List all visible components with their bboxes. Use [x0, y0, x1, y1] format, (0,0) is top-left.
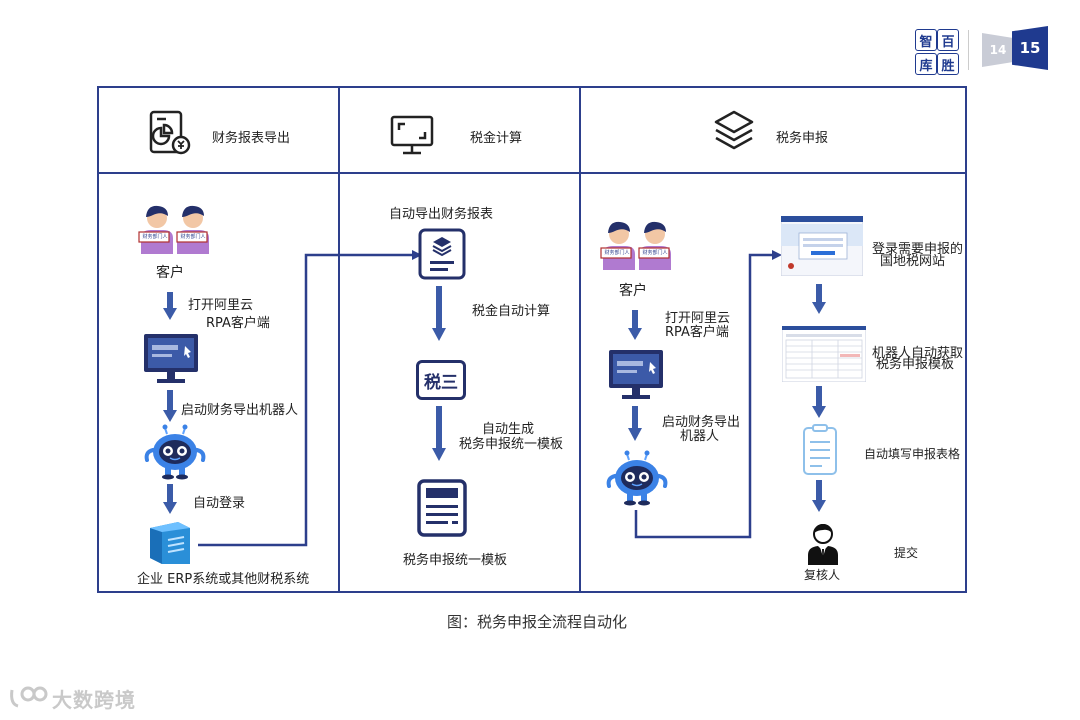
arrow-head [812, 500, 826, 512]
reviewer-label: 复核人 [804, 568, 841, 582]
template-document-icon [417, 479, 467, 537]
layers-icon [712, 108, 756, 154]
robot-icon-2 [605, 448, 669, 506]
person-right [177, 205, 209, 254]
auto-generate-line1: 自动生成 [482, 422, 535, 437]
customer-illustration-2 [599, 218, 675, 270]
form-clipboard-icon [802, 424, 838, 476]
arrow-shaft [436, 286, 442, 330]
logo-char: 智 [915, 29, 937, 51]
arrow-head [163, 308, 177, 320]
figure-caption: 图：税务申报全流程自动化 [447, 613, 628, 631]
server-icon [148, 520, 192, 566]
customer-illustration [137, 202, 213, 254]
arrow-shaft [816, 386, 822, 408]
diagram-frame [97, 86, 967, 593]
arrow-head [628, 328, 642, 340]
login-site-line1: 登录需要申报的 [872, 242, 964, 257]
customer-label-2: 客户 [619, 283, 647, 299]
arrow-shaft [167, 484, 173, 504]
submit-label: 提交 [894, 546, 919, 560]
arrow-shaft [167, 292, 173, 310]
report-doc-icon [148, 110, 192, 156]
fetch-template-line1: 机器人自动获取 [872, 346, 964, 361]
page-number-right: 15 [1012, 26, 1048, 70]
page-right-label: 15 [1019, 39, 1041, 57]
header-divider [97, 172, 967, 174]
logo-char: 胜 [937, 53, 959, 75]
arrow-shaft [816, 284, 822, 304]
customer-badge-right: 财务部门人 [180, 234, 206, 240]
monitor-icon [389, 114, 435, 156]
auto-fill-label: 自动填写申报表格 [864, 447, 961, 461]
section-title-export: 财务报表导出 [212, 131, 291, 146]
logo-char: 库 [915, 53, 937, 75]
arrow-head [163, 410, 177, 422]
tax-website-screenshot [781, 216, 863, 276]
fetch-template-line2: 税务申报模板 [876, 357, 955, 372]
step-start-robot: 启动财务导出机器人 [181, 403, 299, 418]
step-open-client-2-line1: 打开阿里云 [665, 311, 731, 326]
arrow-head [432, 448, 446, 461]
template-label: 税务申报统一模板 [403, 553, 508, 568]
column-divider-1 [338, 86, 340, 593]
watermark-logo-icon [8, 684, 48, 710]
connector-head [412, 250, 422, 260]
person-left [141, 205, 173, 254]
logo-char: 百 [937, 29, 959, 51]
section-title-calc: 税金计算 [470, 131, 523, 146]
customer-label: 客户 [156, 265, 184, 281]
tax-template-screenshot [782, 326, 866, 382]
page-left-label: 14 [989, 43, 1007, 57]
column-divider-2 [579, 86, 581, 593]
arrow-shaft [167, 390, 173, 412]
reviewer-icon [806, 521, 840, 565]
watermark-text: 大数跨境 [52, 688, 136, 712]
step-open-client-line2: RPA客户端 [206, 316, 270, 331]
section-title-declare: 税务申报 [776, 131, 829, 146]
page-number-left: 14 [982, 33, 1014, 67]
step-open-client-2-line2: RPA客户端 [665, 325, 729, 340]
robot-to-site-connector [634, 253, 772, 539]
report-layers-icon [418, 228, 466, 280]
auto-generate-line2: 税务申报统一模板 [459, 437, 564, 452]
tax-icon: 税三 [416, 360, 466, 400]
arrow-head [812, 406, 826, 418]
tax-icon-text: 税三 [424, 372, 458, 393]
erp-system-label: 企业 ERP系统或其他财税系统 [137, 572, 310, 587]
arrow-head [628, 428, 642, 441]
step-start-robot-2-line2: 机器人 [680, 429, 720, 444]
step-open-client-line1: 打开阿里云 [188, 298, 254, 313]
robot-icon [143, 422, 207, 480]
login-site-line2: 国地税网站 [880, 254, 946, 269]
desktop-monitor-icon [143, 333, 199, 385]
customer-badge-left: 财务部门人 [142, 234, 168, 240]
connector-head [772, 250, 782, 260]
arrow-shaft [632, 310, 638, 330]
step-start-robot-2-line1: 启动财务导出 [662, 415, 741, 430]
brand-logo: 智 百 库 胜 [915, 29, 959, 75]
arrow-head [163, 502, 177, 514]
customer-badge-left-2: 财务部门人 [604, 250, 630, 256]
erp-to-export-connector [198, 253, 412, 547]
arrow-shaft [436, 406, 442, 450]
customer-badge-right-2: 财务部门人 [642, 250, 668, 256]
desktop-monitor-icon-2 [608, 349, 664, 401]
step-auto-login: 自动登录 [193, 496, 246, 511]
auto-export-label: 自动导出财务报表 [389, 207, 494, 222]
brand-divider [968, 30, 969, 70]
arrow-shaft [816, 480, 822, 502]
arrow-shaft [632, 406, 638, 430]
arrow-head [432, 328, 446, 341]
auto-calc-label: 税金自动计算 [472, 304, 551, 319]
arrow-head [812, 302, 826, 314]
